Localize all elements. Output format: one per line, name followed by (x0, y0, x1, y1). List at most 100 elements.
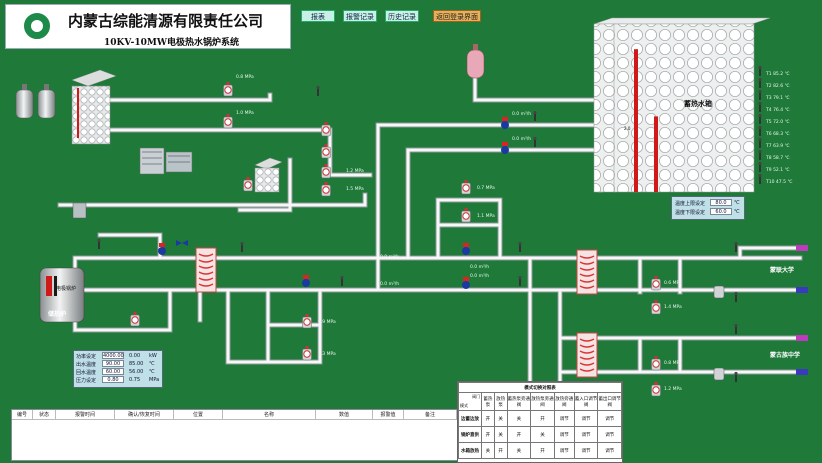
setpoint-panel: 功率设定 4000.00 0.00 kW 出水温度 90.00 85.00 ℃ … (73, 350, 163, 388)
svg-text:0.7 MPa: 0.7 MPa (477, 185, 495, 191)
gauge-readouts: 0.8 MPa 1.0 MPa 1.2 MPa 1.5 MPa 0.7 MPa … (236, 74, 682, 392)
soft-water-box (71, 69, 117, 145)
return-login-button[interactable]: 返回登录界面 (433, 10, 481, 22)
alarm-col-location[interactable]: 位置 (173, 410, 223, 420)
water-treatment-units (139, 147, 193, 175)
consumer-outlet-caps (796, 245, 808, 375)
mode-col-1: 蓄热泵 (481, 392, 495, 411)
tank-temp-4: T4 76.4 ℃ (765, 107, 790, 113)
setpoint-label-3: 回水温度 (76, 370, 97, 376)
flow-readouts: 0.0 m³/h 0.0 m³/h 0.0 m³/h 0.0 m³/h 0.0 … (380, 111, 531, 287)
tank-temp-5: T5 72.0 ℃ (765, 119, 790, 125)
mode-cell: 关 (530, 426, 555, 443)
setpoint-unit-1: kW (149, 353, 157, 359)
mode-cell: 调节 (553, 410, 575, 427)
mode-row-label-1: 边蓄边放 (458, 410, 482, 427)
tank-level-scale: 2.0 (624, 126, 631, 131)
alarm-col-status[interactable]: 状态 (32, 410, 56, 420)
svg-text:0.6 MPa: 0.6 MPa (664, 280, 682, 286)
setpoint-label-2: 出水温度 (76, 362, 97, 368)
svg-text:0.0 m³/h: 0.0 m³/h (470, 264, 489, 270)
boiler-tag: 储热炉 (47, 310, 66, 318)
heat-storage-tank (593, 17, 771, 193)
tank-temp-limit-panel: 温度上限设定 80.0 ℃ 温度下限设定 60.0 ℃ (671, 196, 745, 220)
alarm-col-alarm-value[interactable]: 报警值 (372, 410, 404, 420)
mode-cell: 调节 (553, 442, 575, 459)
mode-cell: 关 (506, 410, 532, 427)
svg-text:0.0 m³/h: 0.0 m³/h (512, 136, 531, 142)
system-subtitle: 10KV-10MW电极热水锅炉系统 (104, 38, 240, 48)
mode-cell: 开 (481, 410, 495, 427)
mode-switch-table: 模式切换对照表 阀门 模式 蓄热泵 放热泵 蓄热泵旁通阀 放热泵旁通阀 放热旁通… (457, 381, 623, 463)
alarm-col-time[interactable]: 报警时间 (55, 410, 115, 420)
mode-col-3: 蓄热泵旁通阀 (506, 392, 532, 411)
setpoint-value-1: 0.00 (129, 353, 141, 359)
tank-temp-1: T1 85.2 ℃ (765, 71, 790, 77)
heat-exchanger-2 (576, 332, 598, 378)
lower-limit-unit: ℃ (734, 209, 740, 215)
mode-cell: 调节 (597, 410, 622, 427)
setpoint-unit-2: ℃ (149, 361, 155, 367)
upper-limit-input[interactable]: 80.0 (710, 199, 732, 206)
mode-col-7: 蓄出口调节阀 (597, 392, 622, 411)
svg-text:2.0: 2.0 (624, 126, 631, 131)
tank-temp-7: T7 63.9 ℃ (765, 143, 790, 149)
mode-cell: 调节 (573, 410, 599, 427)
svg-text:0.0 m³/h: 0.0 m³/h (380, 281, 399, 287)
setpoint-label-4: 压力设定 (76, 378, 97, 384)
tank-temp-2: T2 82.6 ℃ (765, 83, 790, 89)
mode-col-5: 放热旁通阀 (553, 392, 575, 411)
report-button[interactable]: 报表 (301, 10, 335, 22)
alarm-col-id[interactable]: 编号 (12, 410, 33, 420)
setpoint-input-2[interactable]: 90.00 (102, 360, 124, 367)
electrode-boiler (39, 267, 85, 323)
setpoint-value-2: 85.00 (129, 361, 144, 367)
mode-row: 边蓄边放 开 关 关 开 调节 调节 调节 (458, 410, 622, 427)
svg-text:1.1 MPa: 1.1 MPa (477, 213, 495, 219)
svg-text:1.2 MPa: 1.2 MPa (346, 168, 364, 174)
tank-level-bar-right (654, 116, 658, 192)
pressure-vessel (466, 44, 485, 79)
alarm-table-header: 编号 状态 报警时间 确认/恢复时间 位置 名称 数值 报警值 备注 (12, 410, 457, 420)
consumer-label-1: 蒙联大学 (770, 266, 794, 274)
mode-table-corner: 阀门 模式 (458, 392, 482, 411)
svg-text:0.8 MPa: 0.8 MPa (664, 360, 682, 366)
history-record-button[interactable]: 历史记录 (385, 10, 419, 22)
dosing-device (72, 202, 87, 219)
tank-temp-10: T10 47.5 ℃ (765, 179, 792, 185)
alarm-col-value[interactable]: 数值 (315, 410, 373, 420)
tank-name: 蓄热水箱 (684, 99, 712, 108)
setpoint-input-1[interactable]: 4000.00 (102, 352, 124, 359)
setpoint-input-4[interactable]: 0.80 (102, 376, 124, 383)
svg-text:1.2 MPa: 1.2 MPa (664, 386, 682, 392)
mode-col-4: 放热泵旁通阀 (530, 392, 555, 411)
title-banner: 内蒙古综能清源有限责任公司 10KV-10MW电极热水锅炉系统 (5, 4, 291, 49)
alarm-col-confirm-time[interactable]: 确认/恢复时间 (114, 410, 174, 420)
svg-text:0.8 MPa: 0.8 MPa (236, 74, 254, 80)
expansion-tile-box (254, 157, 283, 193)
company-name: 内蒙古综能清源有限责任公司 (68, 12, 264, 30)
upper-limit-label: 温度上限设定 (675, 201, 706, 207)
alarm-record-button[interactable]: 报警记录 (343, 10, 377, 22)
setpoint-unit-3: ℃ (149, 369, 155, 375)
mode-cell: 开 (493, 442, 508, 459)
upper-limit-unit: ℃ (734, 200, 740, 206)
svg-text:1.4 MPa: 1.4 MPa (664, 304, 682, 310)
svg-text:0.0 m³/h: 0.0 m³/h (470, 273, 489, 279)
mode-cell: 调节 (553, 426, 575, 443)
mode-cell: 调节 (573, 442, 599, 459)
corner-valve-label: 阀门 (472, 394, 480, 399)
mode-table-title: 模式切换对照表 (458, 382, 622, 393)
motor-valves (713, 285, 725, 381)
alarm-col-remark[interactable]: 备注 (403, 410, 457, 420)
mode-cell: 开 (530, 410, 555, 427)
alarm-col-name[interactable]: 名称 (222, 410, 316, 420)
lower-limit-input[interactable]: 60.0 (710, 208, 732, 215)
tank-temp-3: T3 79.1 ℃ (765, 95, 790, 101)
setpoint-unit-4: MPa (149, 377, 160, 383)
mode-cell: 开 (506, 426, 532, 443)
setpoint-input-3[interactable]: 60.00 (102, 368, 124, 375)
boiler-label: 电极锅炉 (56, 285, 76, 292)
lower-limit-label: 温度下限设定 (675, 210, 706, 216)
